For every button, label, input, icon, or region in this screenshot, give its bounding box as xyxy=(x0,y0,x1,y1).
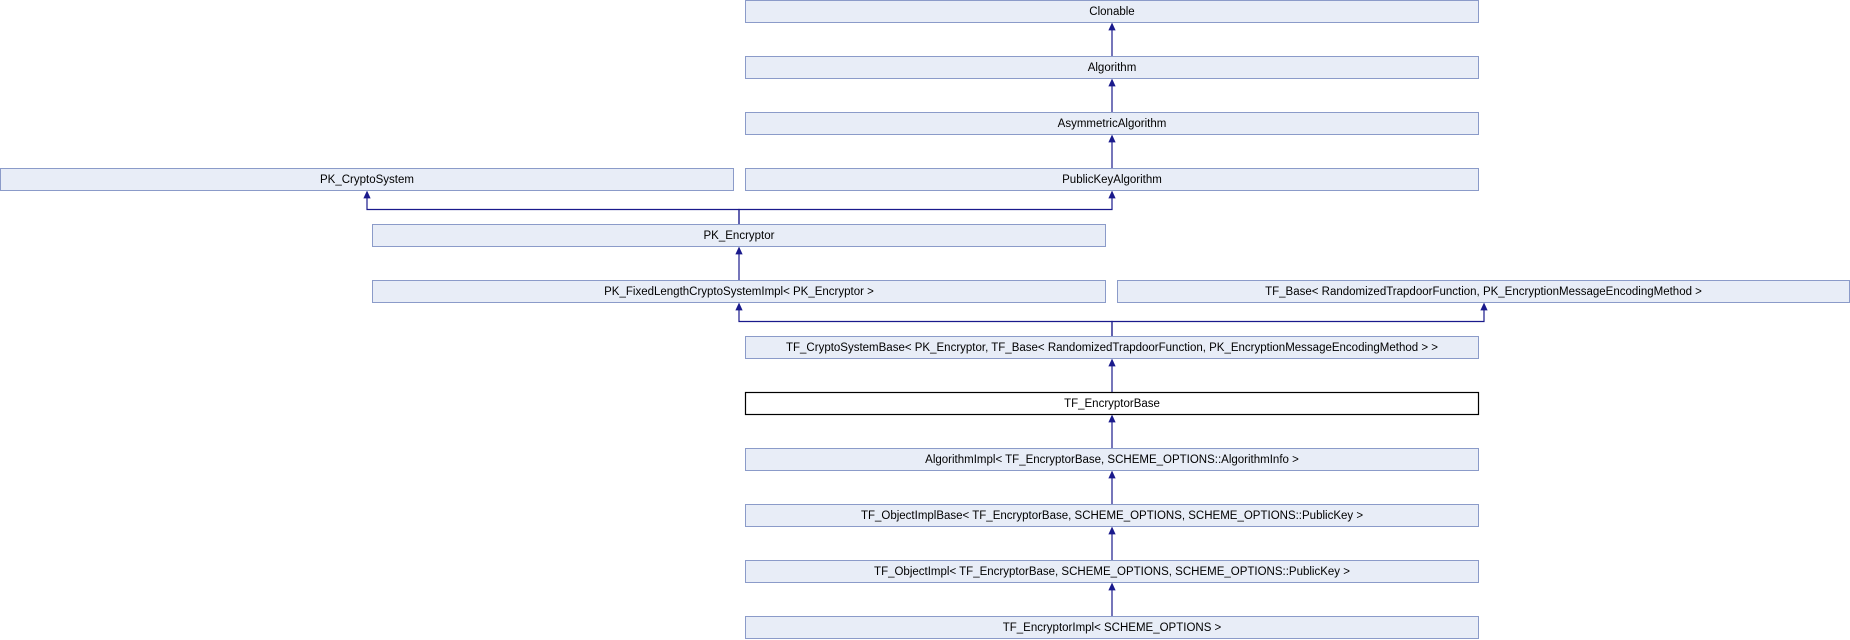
class-node-label: AlgorithmImpl< TF_EncryptorBase, SCHEME_… xyxy=(925,454,1299,466)
arrowhead-icon xyxy=(363,190,371,199)
class-node-algorithm[interactable]: Algorithm xyxy=(745,56,1479,79)
inheritance-edge xyxy=(738,197,1113,224)
class-node-box xyxy=(745,616,1479,639)
class-node-label: PK_Encryptor xyxy=(704,230,775,242)
class-node-box xyxy=(745,112,1479,135)
arrowhead-icon xyxy=(1108,358,1116,367)
class-node-label: PK_CryptoSystem xyxy=(320,174,414,186)
class-node-box xyxy=(745,336,1479,359)
inheritance-edge xyxy=(366,197,740,224)
arrowhead-icon xyxy=(735,302,743,311)
class-node-box xyxy=(745,168,1479,191)
arrowhead-icon xyxy=(735,246,743,255)
arrowhead-icon xyxy=(1108,78,1116,87)
class-node-label: Clonable xyxy=(1089,6,1134,18)
class-node-tf-base[interactable]: TF_Base< RandomizedTrapdoorFunction, PK_… xyxy=(1117,280,1850,303)
edges-layer xyxy=(363,22,1488,616)
class-node-label: PK_FixedLengthCryptoSystemImpl< PK_Encry… xyxy=(604,286,874,298)
class-node-box xyxy=(0,168,734,191)
class-node-label: TF_Base< RandomizedTrapdoorFunction, PK_… xyxy=(1265,286,1702,298)
class-node-label: TF_EncryptorBase xyxy=(1064,398,1160,410)
inheritance-edge xyxy=(1111,309,1485,336)
class-node-tf-encryptorbase[interactable]: TF_EncryptorBase xyxy=(744,391,1480,416)
class-node-label: AsymmetricAlgorithm xyxy=(1058,118,1167,130)
class-node-label: Algorithm xyxy=(1088,62,1137,74)
class-node-box xyxy=(745,0,1479,23)
arrowhead-icon xyxy=(1108,470,1116,479)
class-node-clonable[interactable]: Clonable xyxy=(745,0,1479,23)
arrowhead-icon xyxy=(1108,582,1116,591)
class-node-box xyxy=(744,391,1480,416)
class-node-label: TF_EncryptorImpl< SCHEME_OPTIONS > xyxy=(1003,622,1222,634)
arrowhead-icon xyxy=(1480,302,1488,311)
arrowhead-icon xyxy=(1108,414,1116,423)
class-node-label: TF_ObjectImplBase< TF_EncryptorBase, SCH… xyxy=(861,510,1363,522)
class-node-pk-encryptor[interactable]: PK_Encryptor xyxy=(372,224,1106,247)
class-node-tf-encryptorimpl[interactable]: TF_EncryptorImpl< SCHEME_OPTIONS > xyxy=(745,616,1479,639)
arrowhead-icon xyxy=(1108,22,1116,31)
class-node-algorithmimpl[interactable]: AlgorithmImpl< TF_EncryptorBase, SCHEME_… xyxy=(745,448,1479,471)
class-node-box xyxy=(372,224,1106,247)
class-node-box xyxy=(745,504,1479,527)
class-node-box xyxy=(372,280,1106,303)
class-node-label: TF_CryptoSystemBase< PK_Encryptor, TF_Ba… xyxy=(786,342,1438,354)
class-node-publickeyalgorithm[interactable]: PublicKeyAlgorithm xyxy=(745,168,1479,191)
arrowhead-icon xyxy=(1108,134,1116,143)
class-node-box xyxy=(745,448,1479,471)
class-node-pk-fixedlength[interactable]: PK_FixedLengthCryptoSystemImpl< PK_Encry… xyxy=(372,280,1106,303)
class-node-label: PublicKeyAlgorithm xyxy=(1062,174,1162,186)
class-node-label: TF_ObjectImpl< TF_EncryptorBase, SCHEME_… xyxy=(874,566,1350,578)
class-node-tf-objectimplbase[interactable]: TF_ObjectImplBase< TF_EncryptorBase, SCH… xyxy=(745,504,1479,527)
inheritance-edge xyxy=(738,309,1113,336)
class-node-box xyxy=(745,560,1479,583)
class-node-box xyxy=(745,56,1479,79)
class-node-tf-cryptosystembase[interactable]: TF_CryptoSystemBase< PK_Encryptor, TF_Ba… xyxy=(745,336,1479,359)
class-node-pk-cryptosystem[interactable]: PK_CryptoSystem xyxy=(0,168,734,191)
arrowhead-icon xyxy=(1108,526,1116,535)
arrowhead-icon xyxy=(1108,190,1116,199)
class-node-asymmetric[interactable]: AsymmetricAlgorithm xyxy=(745,112,1479,135)
class-node-tf-objectimpl[interactable]: TF_ObjectImpl< TF_EncryptorBase, SCHEME_… xyxy=(745,560,1479,583)
